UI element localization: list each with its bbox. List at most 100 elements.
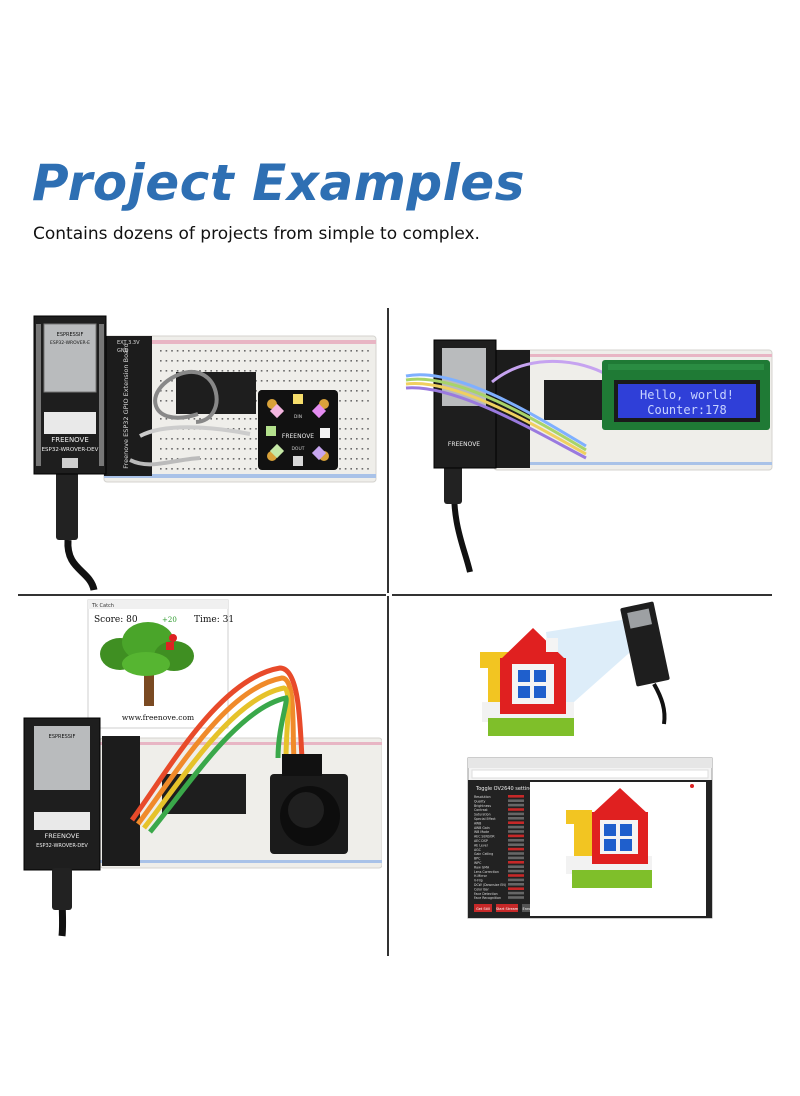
- breadboard-hole: [339, 360, 341, 362]
- breadboard-hole: [272, 370, 274, 372]
- setting-control[interactable]: [508, 878, 524, 882]
- setting-control[interactable]: [508, 812, 524, 816]
- breadboard-hole: [356, 418, 358, 420]
- breadboard-hole: [288, 360, 291, 362]
- breadboard-hole: [350, 400, 352, 402]
- setting-label: AEC DSP: [474, 839, 488, 843]
- breadboard-hole: [350, 380, 352, 382]
- breadboard-hole: [361, 468, 364, 470]
- setting-label: AWB: [474, 821, 481, 825]
- breadboard-hole: [277, 350, 280, 352]
- setting-control[interactable]: [508, 874, 524, 877]
- breadboard-hole: [188, 360, 190, 362]
- camera-settings-list: ResolutionQualityBrightnessContrastSatur…: [474, 795, 524, 900]
- setting-control[interactable]: [508, 830, 524, 833]
- breadboard-hole: [344, 458, 347, 460]
- breadboard-hole: [232, 370, 235, 372]
- close-icon[interactable]: [690, 784, 694, 788]
- breadboard-hole: [210, 448, 212, 450]
- breadboard-hole: [160, 350, 162, 352]
- breadboard-hole: [160, 468, 162, 470]
- breadboard-hole: [356, 390, 358, 392]
- breadboard-hole: [227, 360, 229, 362]
- setting-control[interactable]: [508, 799, 524, 802]
- setting-control[interactable]: [508, 847, 524, 851]
- breadboard-hole: [171, 400, 173, 402]
- breadboard-hole: [356, 438, 358, 440]
- breadboard-hole: [361, 350, 364, 352]
- breadboard-hole: [171, 370, 173, 372]
- breadboard-hole: [204, 438, 207, 440]
- breadboard-hole: [255, 350, 257, 352]
- breadboard-hole: [227, 458, 229, 460]
- setting-control[interactable]: [508, 817, 524, 820]
- setting-control[interactable]: [508, 803, 524, 807]
- setting-control[interactable]: [508, 795, 524, 798]
- breadboard-hole: [316, 370, 319, 372]
- setting-control[interactable]: [508, 891, 524, 895]
- setting-control[interactable]: [508, 887, 524, 890]
- breadboard-hole: [171, 438, 173, 440]
- photo-lcd-project: FREENOVE Hello, world! Counter:178: [396, 336, 774, 576]
- breadboard-hole: [244, 468, 246, 470]
- setting-control[interactable]: [508, 821, 524, 824]
- get-still-button[interactable]: Get Still: [476, 907, 490, 911]
- breadboard-hole: [193, 418, 196, 420]
- breadboard-hole: [356, 448, 358, 450]
- breadboard-hole: [322, 350, 324, 352]
- setting-label: Color Bar: [474, 887, 489, 891]
- setting-control[interactable]: [508, 839, 524, 842]
- camera-scene: Toggle OV2640 settings ResolutionQuality…: [467, 601, 713, 919]
- breadboard-hole: [339, 428, 341, 430]
- tree-illustration: [100, 622, 194, 706]
- breadboard-hole: [288, 370, 291, 372]
- breadboard-hole: [316, 350, 319, 352]
- breadboard-hole: [249, 360, 252, 362]
- breadboard-hole: [300, 370, 302, 372]
- breadboard-hole: [216, 418, 218, 420]
- setting-control[interactable]: [508, 834, 524, 838]
- setting-control[interactable]: [508, 852, 524, 855]
- breadboard-hole: [333, 350, 336, 352]
- setting-control[interactable]: [508, 825, 524, 829]
- led-ring-scene: Freenove ESP32 GPIO Extension Board EXT …: [33, 315, 377, 592]
- setting-control[interactable]: [508, 869, 524, 873]
- breadboard-hole: [160, 418, 162, 420]
- setting-control[interactable]: [508, 865, 524, 868]
- setting-control[interactable]: [508, 861, 524, 864]
- breadboard-hole: [216, 438, 218, 440]
- breadboard-hole: [277, 360, 280, 362]
- setting-label: Saturation: [474, 813, 491, 817]
- setting-control[interactable]: [508, 883, 524, 886]
- breadboard-hole: [344, 468, 347, 470]
- breadboard-hole: [210, 438, 212, 440]
- breadboard-hole: [344, 380, 347, 382]
- setting-control[interactable]: [508, 896, 524, 899]
- breadboard-hole: [367, 468, 369, 470]
- breadboard-hole: [176, 360, 179, 362]
- photo-led-ring-project: Freenove ESP32 GPIO Extension Board EXT …: [20, 310, 380, 592]
- breadboard-hole: [182, 438, 184, 440]
- setting-control[interactable]: [508, 843, 524, 846]
- breadboard-hole: [249, 350, 252, 352]
- breadboard-hole: [171, 458, 173, 460]
- breadboard-hole: [367, 438, 369, 440]
- lego-house: [480, 628, 574, 736]
- breadboard-hole: [249, 468, 252, 470]
- breadboard-hole: [260, 360, 263, 362]
- breadboard-hole: [221, 370, 224, 372]
- breadboard-hole: [165, 468, 168, 470]
- breadboard-hole: [367, 400, 369, 402]
- start-stream-button[interactable]: Start Stream: [496, 907, 519, 911]
- breadboard-hole: [283, 360, 285, 362]
- breadboard-hole: [160, 360, 162, 362]
- setting-control[interactable]: [508, 856, 524, 860]
- setting-control[interactable]: [508, 808, 524, 811]
- breadboard-hole: [350, 418, 352, 420]
- breadboard-hole: [288, 380, 291, 382]
- setting-label: BPC: [474, 857, 481, 861]
- breadboard-hole: [367, 448, 369, 450]
- breadboard-hole: [277, 380, 280, 382]
- breadboard-hole: [193, 468, 196, 470]
- breadboard-hole: [361, 448, 364, 450]
